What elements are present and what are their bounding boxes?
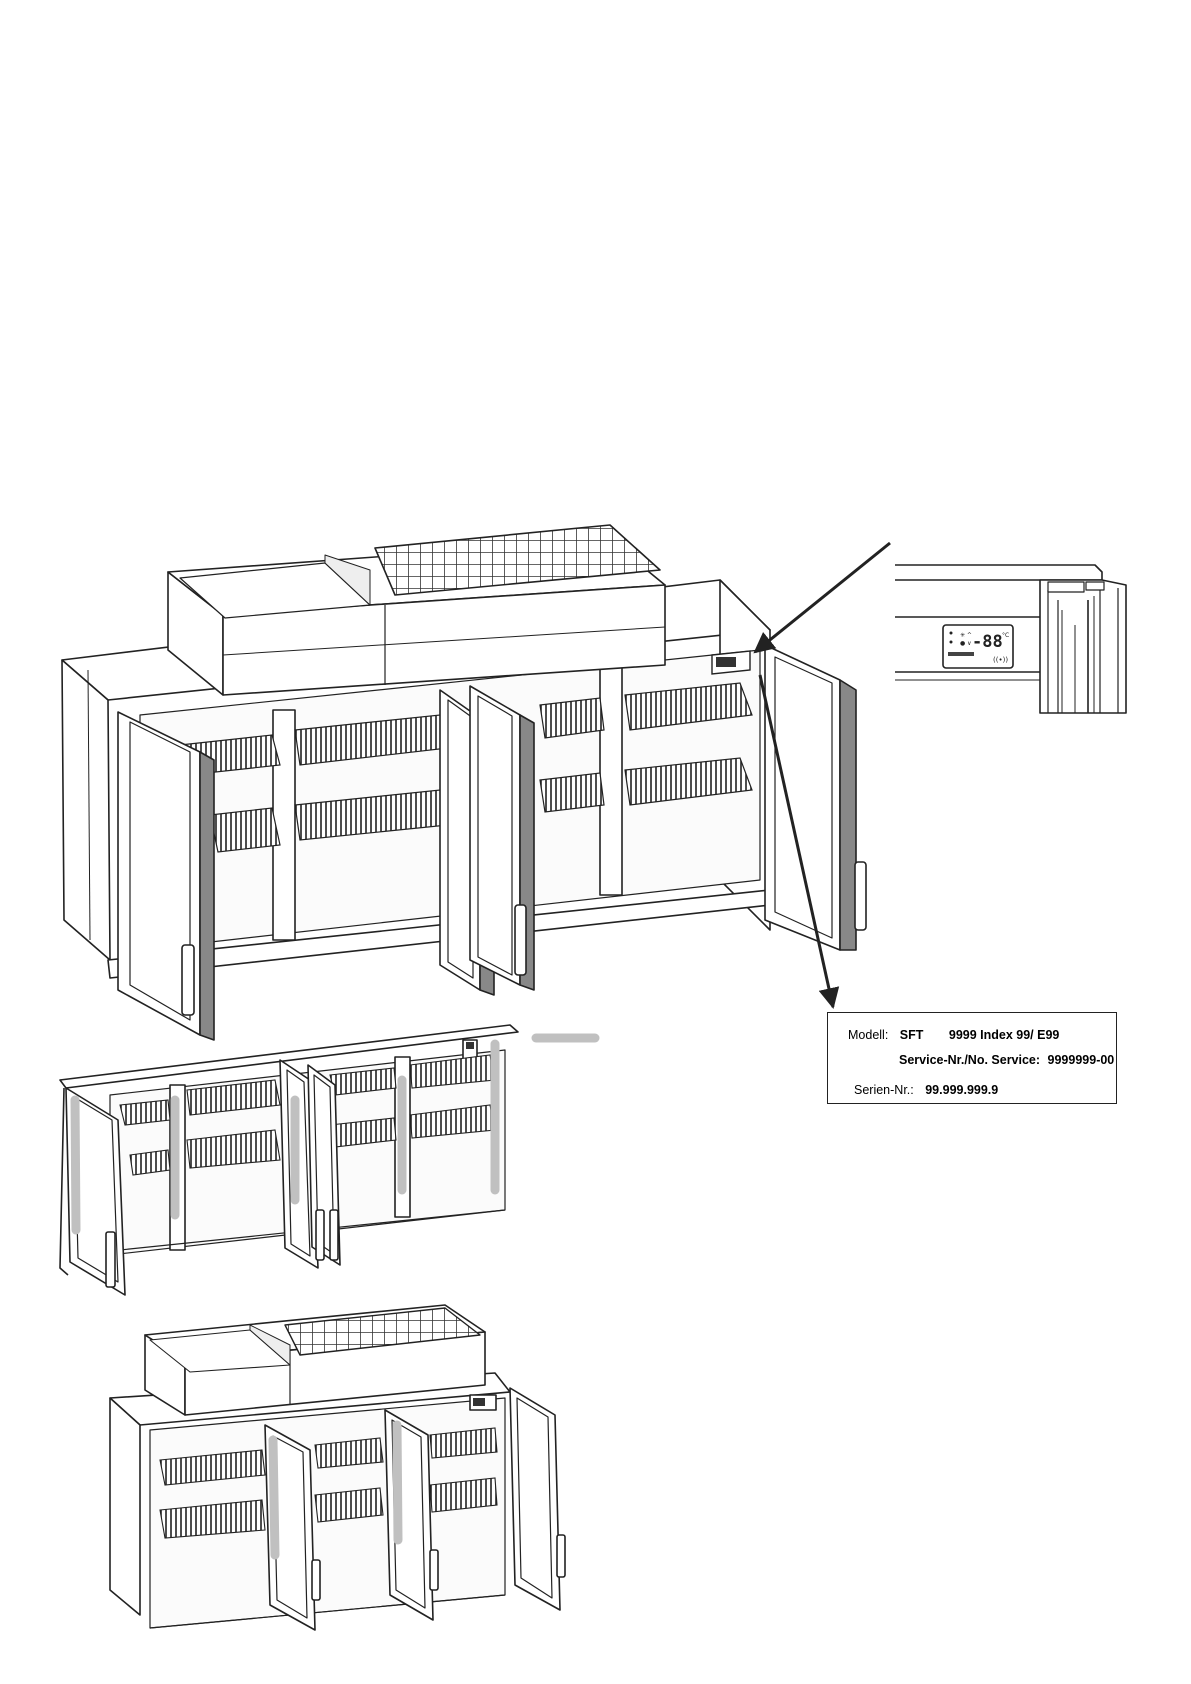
- svg-text:● ∨: ● ∨: [960, 640, 972, 647]
- svg-text:✳ ^: ✳ ^: [960, 632, 972, 639]
- top-cooling-unit: [168, 525, 665, 695]
- model-value: SFT: [900, 1028, 924, 1042]
- svg-text:((•)): ((•)): [993, 656, 1008, 664]
- service-label: Service-Nr./No. Service:: [899, 1053, 1040, 1067]
- serial-value: 99.999.999.9: [925, 1083, 998, 1097]
- model-number: 9999 Index 99/ E99: [949, 1028, 1060, 1042]
- controller-unit: °C: [1002, 632, 1009, 639]
- serial-label: Serien-Nr.:: [854, 1083, 914, 1097]
- controller-readout: -88: [972, 632, 1003, 652]
- rating-plate: Modell: SFT 9999 Index 99/ E99 Service-N…: [827, 1012, 1117, 1104]
- model-label: Modell:: [848, 1028, 888, 1042]
- service-value: 9999999-00: [1048, 1053, 1115, 1067]
- main-controller-panel: [712, 651, 750, 674]
